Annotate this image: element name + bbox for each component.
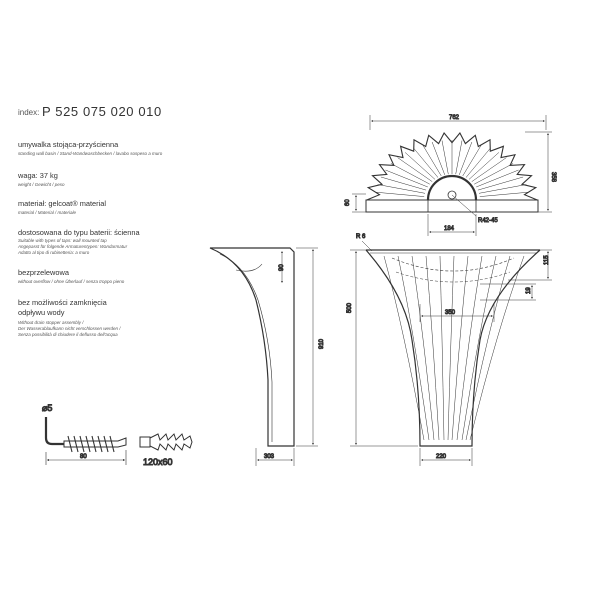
screw-length-label: 80 xyxy=(80,454,87,460)
pedestal-flute xyxy=(461,255,497,441)
fan-rib xyxy=(479,191,529,197)
material-translations: material / Material / materiale xyxy=(18,210,77,215)
fan-rib xyxy=(462,144,482,177)
fan-rib xyxy=(471,157,507,182)
weight-label: waga: 37 kg xyxy=(18,171,58,180)
top-view-drawing: 762 358 60 R42-45 184 xyxy=(345,115,556,236)
fan-rib xyxy=(380,176,427,191)
stopper-translation: Senza possibilità di chiudere il defluss… xyxy=(18,332,118,337)
fan-rib xyxy=(468,152,500,180)
front-view-drawing: R 6 500 115 19 xyxy=(347,234,552,466)
drain-width-dimension: 184 xyxy=(444,226,455,232)
wall-plug-drawing: 120x60 xyxy=(139,433,193,468)
fan-rib xyxy=(431,141,446,175)
overflow-depth-dimension: 90 xyxy=(279,264,285,271)
bowl-width-dimension: 350 xyxy=(445,310,456,316)
tap-type-label: dostosowana do typu baterii: ścienna xyxy=(18,228,140,237)
side-view-drawing: 90 910 303 xyxy=(209,247,326,466)
fan-rib xyxy=(458,141,473,175)
pedestal-flute xyxy=(465,255,511,441)
bowl-height-dimension: 500 xyxy=(347,302,353,313)
fan-rib xyxy=(465,147,491,178)
inner-depth-dimension: 19 xyxy=(526,287,532,294)
stopper-label: bez możliwości zamknięcia xyxy=(18,298,107,307)
fan-rib xyxy=(474,163,514,185)
wall-plug-size-label: 120x60 xyxy=(143,457,173,467)
pedestal-flute xyxy=(383,255,425,441)
fan-rib xyxy=(390,163,430,185)
fan-rib xyxy=(422,144,442,177)
top-back-dimension: 60 xyxy=(345,199,351,206)
fan-rib xyxy=(441,140,449,175)
fan-rib xyxy=(476,169,519,188)
wall-screw-drawing: ⌀5 80 xyxy=(42,403,127,465)
top-width-dimension: 762 xyxy=(449,115,460,121)
stopper-translation: Der Wasserablaufkann nicht verschlossen … xyxy=(18,326,121,331)
fan-rib xyxy=(375,191,425,197)
fan-rib xyxy=(385,169,428,188)
pedestal-flute xyxy=(456,255,483,441)
drain-radius-label: R42-45 xyxy=(478,218,498,224)
material-label: materiał: gelcoat® material xyxy=(18,199,107,208)
index-label: index: xyxy=(18,108,40,117)
pedestal-flute xyxy=(439,255,445,441)
base-width-dimension: 220 xyxy=(436,454,447,460)
product-name-translations: standing wall basin / Stand-Wandwaschbec… xyxy=(18,151,163,156)
tap-type-translation: Suitable with types of taps: wall mounte… xyxy=(18,238,107,243)
stopper-label: odpływu wody xyxy=(18,308,65,317)
pedestal-flute xyxy=(469,255,525,441)
product-name: umywalka stojąca-przyścienna xyxy=(18,140,119,149)
base-depth-dimension: 303 xyxy=(264,454,275,460)
fan-rib xyxy=(477,176,524,191)
tap-type-translation: Angepasst für folgende Armaturentypen: W… xyxy=(18,244,128,249)
pedestal-flute xyxy=(451,255,469,441)
pedestal-flute xyxy=(411,255,435,441)
weight-translations: weight / Gewicht / peso xyxy=(18,182,65,187)
overflow-label: bezprzelewowa xyxy=(18,268,69,277)
total-height-dimension: 910 xyxy=(319,338,325,349)
fan-rib xyxy=(478,184,527,194)
index-code: P 525 075 020 010 xyxy=(42,104,162,119)
pedestal-flute xyxy=(447,255,455,441)
top-depth-dimension: 358 xyxy=(550,172,556,183)
overflow-translations: without overflow / ohne Überlauf / senza… xyxy=(18,279,125,284)
fan-rib xyxy=(455,140,463,175)
screw-diameter-label: ⌀5 xyxy=(42,403,52,413)
pedestal-flute xyxy=(425,255,440,441)
fan-rib xyxy=(404,152,436,180)
pedestal-flute xyxy=(397,255,430,441)
fan-rib xyxy=(377,184,426,194)
tap-type-translation: Adatto al tipo di rubinetteria: a muro xyxy=(18,250,90,255)
rim-radius-label: R 6 xyxy=(356,234,366,240)
fan-rib xyxy=(413,147,439,178)
fan-rib xyxy=(397,157,433,182)
rim-height-dimension: 115 xyxy=(544,255,550,265)
stopper-translation: Without drain stopper assembly / xyxy=(18,320,84,325)
